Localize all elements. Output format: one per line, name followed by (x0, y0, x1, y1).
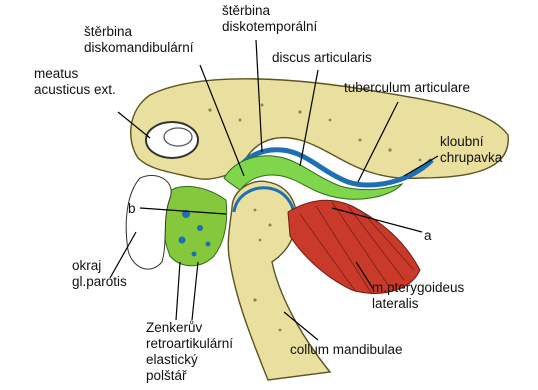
parotid-margin (126, 175, 171, 269)
label-b: b (128, 201, 136, 216)
label-sterbina-diskotemporalni: štěrbina diskotemporální (222, 3, 318, 34)
meatus-opening (146, 122, 198, 158)
label-meatus: meatus acusticus ext. (34, 66, 116, 97)
label-a: a (424, 228, 432, 243)
label-sterbina-diskomandibularni: štěrbina diskomandibulární (84, 24, 194, 55)
label-tuberculum-articulare: tuberculum articulare (344, 80, 470, 95)
label-zenkeruv-polstar: Zenkerův retroartikulární elastický polš… (146, 320, 237, 383)
label-collum-mandibulae: collum mandibulae (290, 342, 403, 357)
label-discus-articularis: discus articularis (272, 50, 372, 65)
label-m-pterygoideus-lateralis: m.pterygoideus lateralis (372, 280, 468, 311)
